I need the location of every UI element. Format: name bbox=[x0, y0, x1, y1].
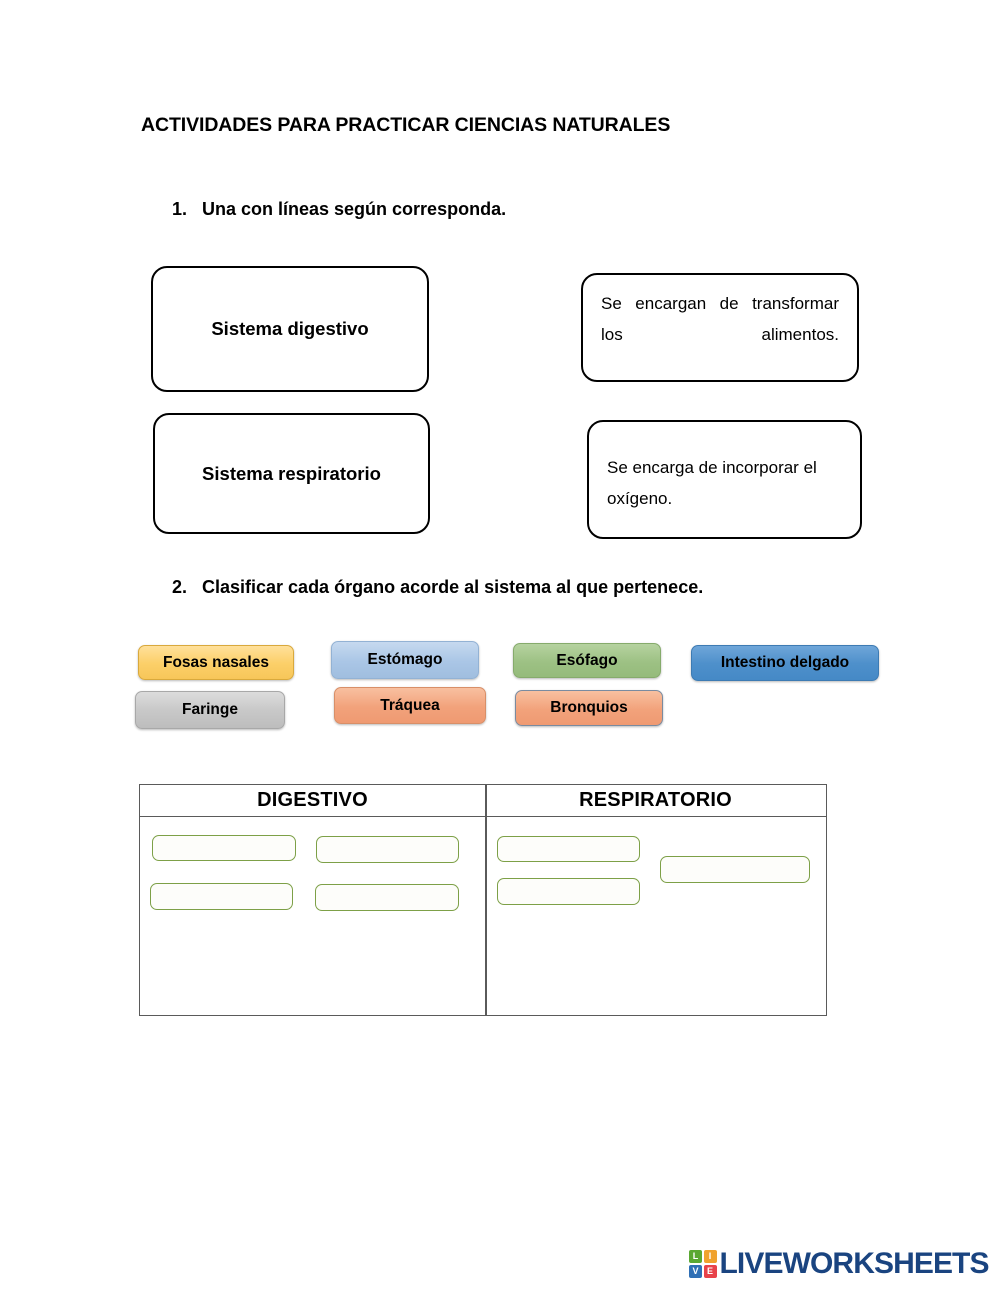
page-title: ACTIVIDADES PARA PRACTICAR CIENCIAS NATU… bbox=[141, 114, 671, 136]
instruction-2: 2. Clasificar cada órgano acorde al sist… bbox=[172, 577, 703, 598]
organ-chip-faringe[interactable]: Faringe bbox=[135, 691, 285, 729]
instruction-1: 1. Una con líneas según corresponda. bbox=[172, 199, 506, 220]
drop-zone-digestivo-4[interactable] bbox=[315, 884, 459, 911]
instruction-2-number: 2. bbox=[172, 577, 188, 597]
liveworksheets-wordmark: LIVEWORKSHEETS bbox=[719, 1247, 990, 1280]
organ-chip-bronquios-label: Bronquios bbox=[550, 699, 628, 716]
organ-chip-intestino-delgado-label: Intestino delgado bbox=[720, 654, 850, 671]
match-box-sistema-respiratorio-label: Sistema respiratorio bbox=[202, 462, 381, 484]
classification-table-header-row: DIGESTIVO RESPIRATORIO bbox=[140, 785, 826, 817]
drop-zone-respiratorio-1[interactable] bbox=[497, 836, 640, 862]
match-box-descripcion-alimentos-text: Se encargan de transformar los alimentos… bbox=[601, 294, 839, 344]
organ-chip-intestino-delgado[interactable]: Intestino delgado bbox=[691, 645, 879, 681]
logo-tile-i: I bbox=[703, 1250, 717, 1264]
organ-chip-bronquios[interactable]: Bronquios bbox=[515, 690, 663, 726]
drop-zone-digestivo-3[interactable] bbox=[150, 883, 293, 910]
match-box-descripcion-oxigeno[interactable]: Se encarga de incorporar el oxígeno. bbox=[587, 420, 862, 539]
organ-chip-esofago-label: Esófago bbox=[556, 651, 618, 669]
instruction-1-number: 1. bbox=[172, 199, 188, 219]
liveworksheets-logo-tiles-icon: L I V E bbox=[689, 1250, 717, 1278]
logo-tile-e: E bbox=[703, 1264, 717, 1278]
organ-chip-estomago[interactable]: Estómago bbox=[331, 641, 479, 679]
logo-tile-l: L bbox=[689, 1250, 702, 1264]
instruction-2-text: Clasificar cada órgano acorde al sistema… bbox=[202, 577, 704, 597]
drop-zone-digestivo-1[interactable] bbox=[152, 835, 296, 861]
organ-chip-esofago[interactable]: Esófago bbox=[513, 643, 661, 678]
match-box-descripcion-oxigeno-text: Se encarga de incorporar el oxígeno. bbox=[607, 458, 817, 508]
organ-chip-fosas-nasales-label: Fosas nasales bbox=[163, 653, 269, 671]
organ-chip-fosas-nasales[interactable]: Fosas nasales bbox=[138, 645, 294, 680]
match-box-descripcion-alimentos[interactable]: Se encargan de transformar los alimentos… bbox=[581, 273, 859, 382]
drop-zone-digestivo-2[interactable] bbox=[316, 836, 459, 863]
instruction-1-text: Una con líneas según corresponda. bbox=[202, 199, 507, 219]
drop-zone-respiratorio-2[interactable] bbox=[497, 878, 640, 905]
column-header-digestivo: DIGESTIVO bbox=[257, 789, 368, 811]
match-box-sistema-digestivo[interactable]: Sistema digestivo bbox=[151, 266, 429, 392]
organ-chip-estomago-label: Estómago bbox=[367, 651, 443, 668]
organ-chip-traquea[interactable]: Tráquea bbox=[334, 687, 486, 724]
logo-tile-v: V bbox=[689, 1264, 702, 1278]
organ-chip-traquea-label: Tráquea bbox=[380, 696, 440, 714]
liveworksheets-logo[interactable]: L I V E LIVEWORKSHEETS bbox=[689, 1249, 989, 1279]
match-box-sistema-digestivo-label: Sistema digestivo bbox=[211, 318, 369, 339]
organ-chip-faringe-label: Faringe bbox=[182, 701, 238, 718]
column-header-respiratorio: RESPIRATORIO bbox=[579, 789, 732, 811]
drop-zone-respiratorio-3[interactable] bbox=[660, 856, 810, 883]
match-box-sistema-respiratorio[interactable]: Sistema respiratorio bbox=[153, 413, 430, 534]
column-divider bbox=[485, 785, 487, 1015]
